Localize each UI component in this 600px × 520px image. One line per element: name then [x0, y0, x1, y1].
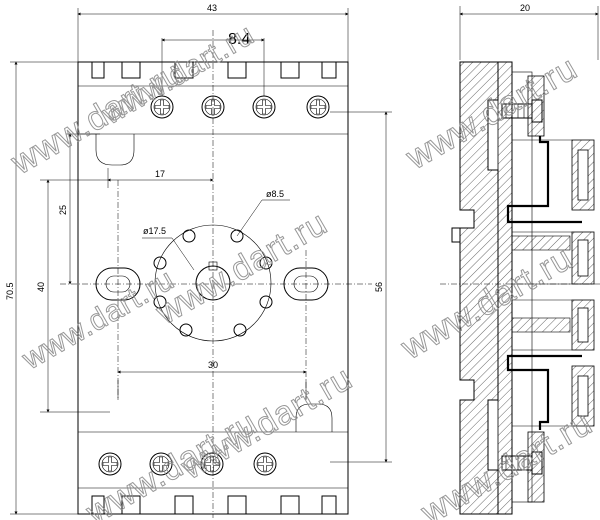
- dim-depth-20: 20: [520, 3, 530, 13]
- svg-text:www.dart.ru: www.dart.ru: [16, 263, 180, 377]
- bottom-terminal-comb: [91, 495, 337, 514]
- screw-top-3: [252, 95, 276, 119]
- dim-pitch-8-4: 8.4: [228, 31, 250, 48]
- dim-width-43: 43: [207, 3, 217, 13]
- side-view: 20: [440, 3, 600, 515]
- dim-offset-17: 17: [155, 169, 165, 179]
- lower-terminal: [527, 431, 545, 503]
- dim-height-40: 40: [36, 282, 46, 292]
- front-view: 43 8.4 17 25 40 70.5 56 30: [5, 3, 392, 518]
- screw-bottom-4: [253, 452, 277, 476]
- socket-pins: [153, 229, 273, 337]
- dim-height-70-5: 70.5: [5, 282, 15, 300]
- svg-text:www.dart.ru: www.dart.ru: [96, 18, 260, 132]
- conductor-upper: [506, 136, 582, 224]
- screw-top-4: [306, 95, 330, 119]
- watermarks: www.dart.ru www.dart.ru www.dart.ru www.…: [4, 17, 600, 520]
- dim-offset-25: 25: [58, 205, 68, 215]
- top-terminal-comb: [91, 62, 337, 79]
- dim-spacing-30: 30: [208, 360, 218, 370]
- dim-hole-8-5: ø8.5: [266, 189, 284, 199]
- screw-bottom-1: [98, 452, 122, 476]
- conductor-lower: [506, 354, 582, 430]
- dim-circle-17-5: ø17.5: [143, 226, 166, 236]
- dim-height-56: 56: [374, 282, 384, 292]
